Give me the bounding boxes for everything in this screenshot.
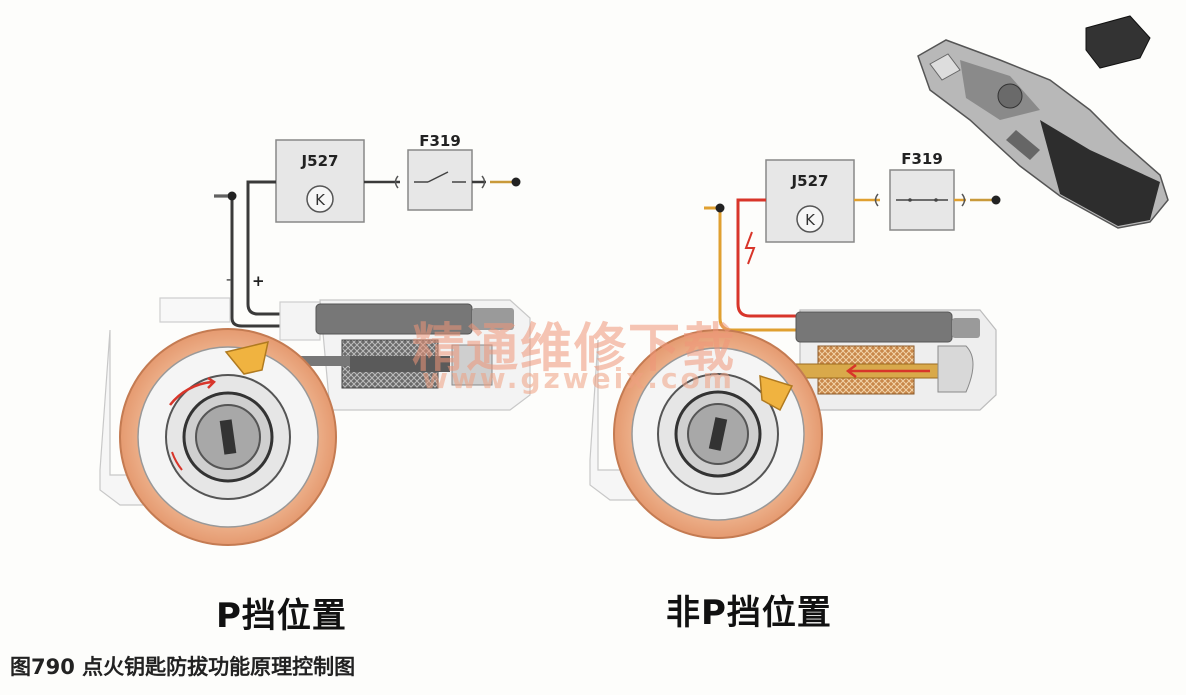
- left-j527-module: J527 K: [275, 139, 365, 223]
- left-plus-sign: +: [252, 272, 265, 290]
- watermark-url: www.gzweix.com: [422, 362, 735, 395]
- right-j527-label: J527: [791, 172, 829, 190]
- left-open-switch-icon: [427, 171, 449, 183]
- figure-caption: 图790 点火钥匙防拔功能原理控制图: [10, 655, 356, 679]
- left-minus-sign: -: [226, 272, 231, 288]
- watermark-text: 精通维修下载: [412, 318, 737, 379]
- left-terminal-dot-icon: [511, 177, 521, 187]
- left-panel: J527 K F319 - +: [99, 132, 531, 546]
- left-f319-switch: F319: [407, 132, 473, 211]
- left-j527-label: J527: [301, 152, 339, 170]
- right-plunger-arrow-icon: [845, 364, 857, 378]
- left-rotation-arrow-icon: [207, 376, 216, 389]
- right-panel-caption: 非P挡位置: [666, 593, 832, 633]
- right-key-slot-icon: [708, 417, 728, 451]
- right-f319-switch: F319: [889, 150, 955, 231]
- left-locking-pawl: [224, 340, 269, 375]
- right-current-flash-icon: [744, 231, 756, 265]
- right-solenoid: [759, 311, 980, 395]
- right-lock-cylinder: [613, 329, 823, 539]
- left-lock-cylinder: [119, 328, 337, 546]
- right-j527-module: J527 K: [765, 159, 855, 243]
- right-panel: J527 K F319: [589, 150, 1001, 539]
- right-j527-k-glyph: K: [805, 211, 816, 229]
- left-j527-k-glyph: K: [315, 191, 326, 209]
- right-j527-k-symbol-icon: [796, 205, 824, 233]
- left-key-slot-icon: [219, 419, 237, 455]
- left-solenoid: [268, 303, 514, 389]
- left-j527-k-symbol-icon: [306, 185, 334, 213]
- right-f319-label: F319: [901, 150, 943, 168]
- steering-lock-assembly-image: [917, 15, 1169, 229]
- left-f319-label: F319: [419, 132, 461, 150]
- left-panel-caption: P挡位置: [216, 596, 347, 636]
- right-locking-pawl: [759, 374, 794, 412]
- right-terminal-dot-icon: [991, 195, 1001, 205]
